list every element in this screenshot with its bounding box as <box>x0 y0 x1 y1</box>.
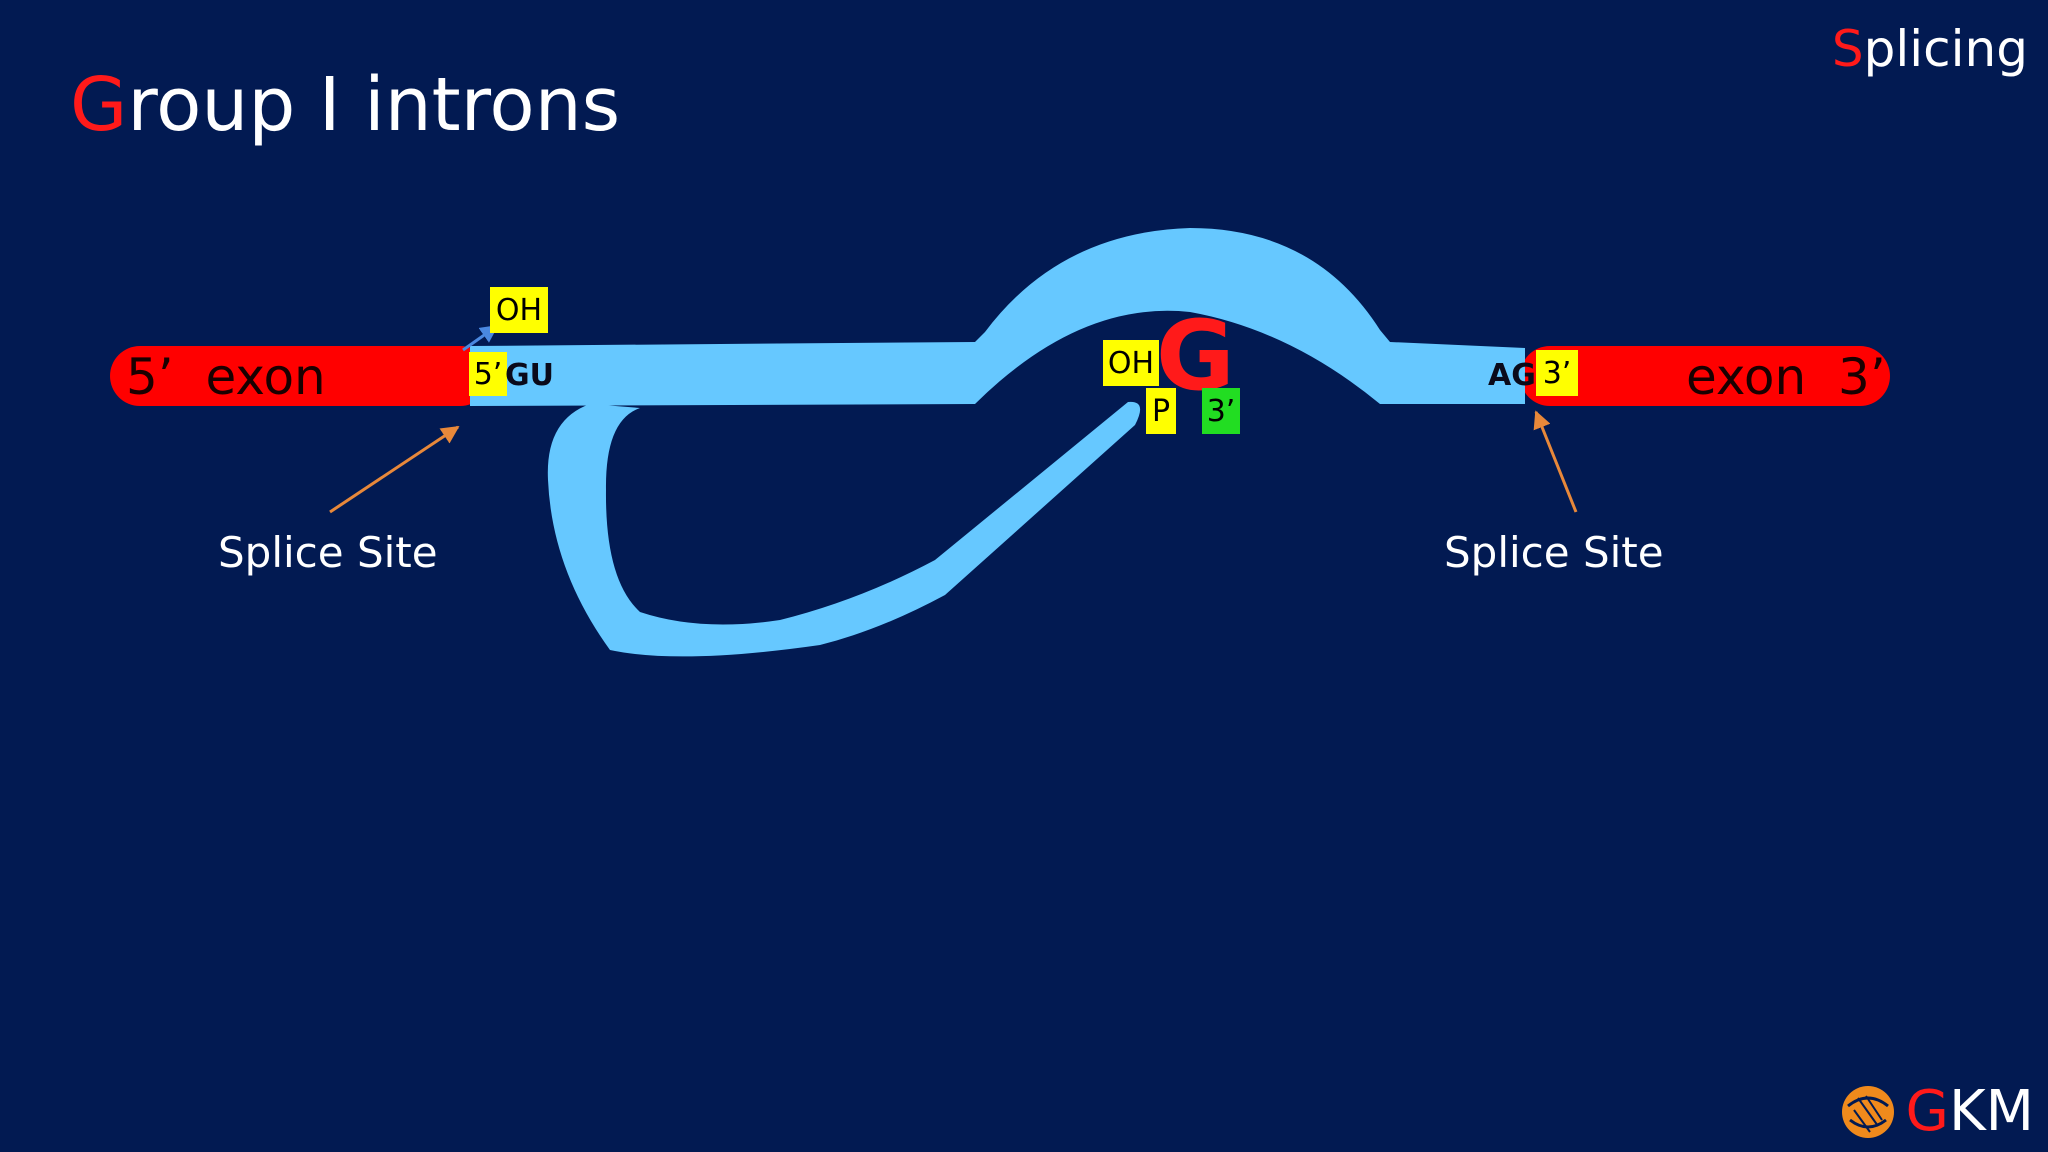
oh-tag-guanosine: OH <box>1103 340 1159 386</box>
slide-title: Group I introns <box>70 62 620 148</box>
ag-sequence: AG <box>1488 358 1536 393</box>
intron-band <box>470 228 1525 406</box>
logo-text: GKM <box>1906 1079 2034 1144</box>
exon-5-word: exon <box>205 348 326 406</box>
three-prime-green-tag: 3’ <box>1202 388 1240 434</box>
exon-5-bar <box>110 346 490 406</box>
exon-5-prime: 5’ <box>126 348 174 406</box>
section-first-letter: S <box>1831 20 1864 78</box>
splice-site-left-arrow <box>329 425 460 514</box>
dna-globe-icon <box>1841 1085 1894 1138</box>
splice-site-right-arrow <box>1533 410 1578 513</box>
exon-3-label: exon 3’ <box>1686 348 1886 406</box>
logo-first-letter: G <box>1905 1079 1949 1144</box>
exon-3-prime: 3’ <box>1838 348 1886 406</box>
three-prime-yellow-tag: 3’ <box>1536 350 1578 396</box>
exon-3-bar <box>1520 346 1890 406</box>
phosphate-tag: P <box>1146 388 1176 434</box>
exon-3-word: exon <box>1686 348 1807 406</box>
splice-site-right-label: Splice Site <box>1444 528 1664 577</box>
section-label: Splicing <box>1832 20 2028 78</box>
title-first-letter: G <box>70 62 128 148</box>
exon-5-label: 5’ exon <box>126 348 326 406</box>
gu-sequence: GU <box>505 358 554 393</box>
five-prime-tag: 5’ <box>469 352 507 396</box>
gkm-logo: GKM <box>1836 1079 2034 1144</box>
logo-rest: KM <box>1948 1079 2034 1144</box>
intron-loop <box>547 401 1141 657</box>
title-rest: roup I introns <box>127 62 621 148</box>
splice-site-left-label: Splice Site <box>218 528 438 577</box>
section-rest: plicing <box>1863 20 2028 78</box>
oh-tag-top: OH <box>490 287 548 333</box>
